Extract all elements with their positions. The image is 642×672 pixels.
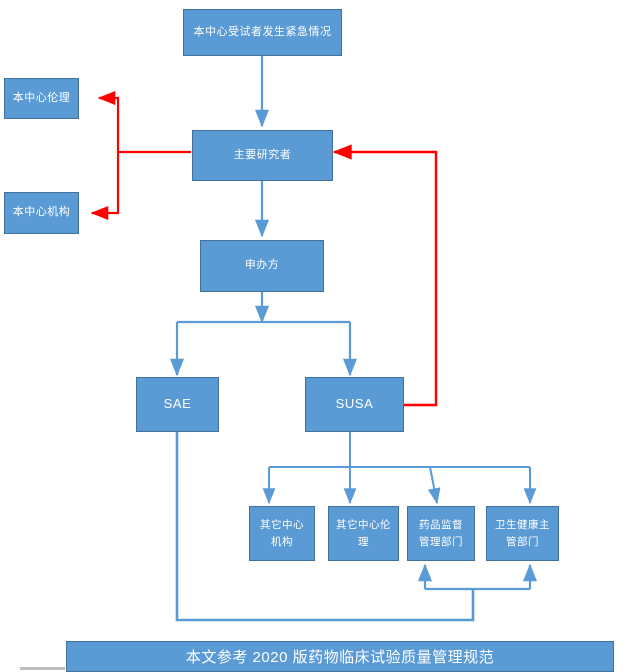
node-susa-label: SUSA xyxy=(335,396,374,412)
node-other-ethics[interactable]: 其它中心伦 理 xyxy=(328,506,399,561)
node-nmpa[interactable]: 药品监督 管理部门 xyxy=(407,506,475,561)
node-other-ethics-label: 其它中心伦 理 xyxy=(336,518,391,548)
node-local-org[interactable]: 本中心机构 xyxy=(4,192,79,234)
node-health-authority-label: 卫生健康主 管部门 xyxy=(495,518,550,548)
node-sae-label: SAE xyxy=(163,396,192,412)
edge-sae-bottom-route xyxy=(175,432,475,622)
edge-pi-to-local-org xyxy=(90,152,120,221)
edge-pi-to-local-ethics xyxy=(97,90,191,154)
node-local-org-label: 本中心机构 xyxy=(12,206,71,219)
node-sponsor[interactable]: 申办方 xyxy=(200,240,324,292)
node-local-ethics[interactable]: 本中心伦理 xyxy=(4,78,79,119)
node-trigger[interactable]: 本中心受试者发生紧急情况 xyxy=(183,9,342,56)
node-sponsor-label: 申办方 xyxy=(244,259,280,272)
edge-susa-to-pi xyxy=(332,144,438,407)
node-other-org-label: 其它中心 机构 xyxy=(260,518,304,548)
node-pi-label: 主要研究者 xyxy=(233,148,292,161)
bottom-left-stub xyxy=(20,667,65,670)
node-trigger-label: 本中心受试者发生紧急情况 xyxy=(193,25,332,38)
node-nmpa-label: 药品监督 管理部门 xyxy=(419,518,463,548)
node-susa[interactable]: SUSA xyxy=(305,377,404,432)
node-local-ethics-label: 本中心伦理 xyxy=(12,91,71,104)
footer-reference-bar[interactable]: 本文参考 2020 版药物临床试验质量管理规范 xyxy=(66,641,614,672)
node-sae[interactable]: SAE xyxy=(136,377,219,432)
node-health-authority[interactable]: 卫生健康主 管部门 xyxy=(486,506,559,561)
edge-susa-to-nmpa xyxy=(427,466,441,505)
node-other-org[interactable]: 其它中心 机构 xyxy=(249,506,315,561)
footer-reference-text: 本文参考 2020 版药物临床试验质量管理规范 xyxy=(185,649,495,666)
node-pi[interactable]: 主要研究者 xyxy=(192,130,333,181)
